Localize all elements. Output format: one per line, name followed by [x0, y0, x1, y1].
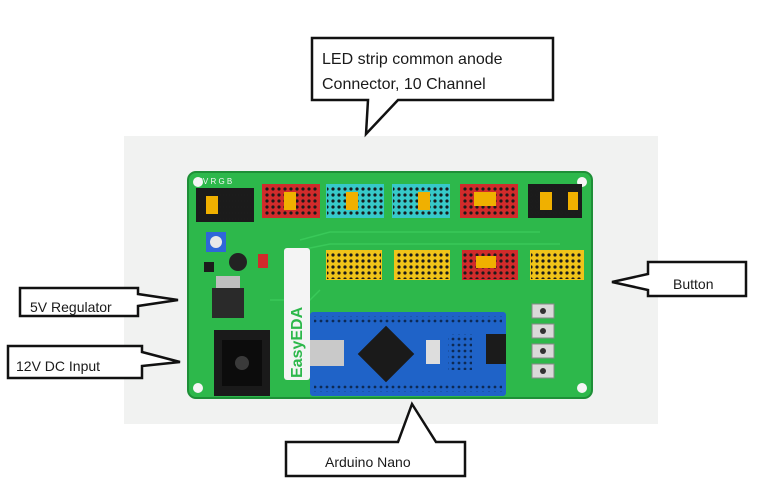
callout-dc-input: 12V DC Input	[6, 344, 181, 380]
callout-button: Button	[611, 260, 748, 298]
arduino-nano-board	[310, 312, 506, 396]
dc-jack	[214, 330, 270, 396]
callout-regulator: 5V Regulator	[18, 286, 179, 318]
easyeda-logo: EasyEDA	[284, 248, 310, 380]
power-section	[204, 232, 268, 318]
regulator-chip	[212, 288, 244, 318]
callout-led-line1: LED strip common anode	[322, 51, 503, 68]
header-silk-label: 12V R G B	[194, 177, 232, 186]
callout-button-text: Button	[673, 276, 713, 292]
callout-led-line2: Connector, 10 Channel	[322, 76, 486, 93]
led-header-row-top: 12V R G B	[194, 177, 582, 222]
callout-led-connector: LED strip common anode Connector, 10 Cha…	[310, 36, 555, 138]
logo-text: EasyEDA	[289, 306, 306, 378]
push-buttons	[486, 303, 555, 379]
callout-arduino-text: Arduino Nano	[325, 454, 411, 470]
led-header-row-bottom	[326, 250, 584, 280]
callout-regulator-text: 5V Regulator	[30, 299, 112, 315]
callout-arduino: Arduino Nano	[284, 401, 467, 478]
callout-dc-input-text: 12V DC Input	[16, 358, 100, 374]
